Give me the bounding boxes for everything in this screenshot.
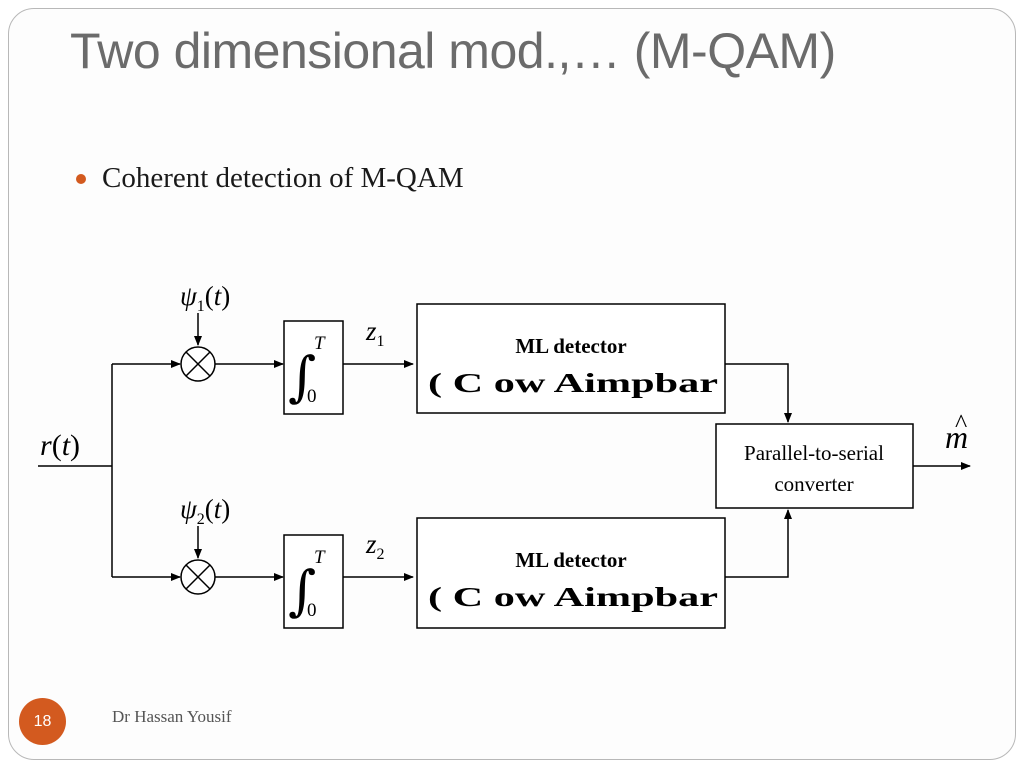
ml-detector-bottom-label: ML detector (515, 548, 626, 572)
svg-text:T: T (314, 547, 326, 568)
page-number-badge: 18 (19, 698, 66, 745)
p2s-label-line2: converter (774, 472, 853, 496)
output-estimate-label: m ^ (945, 409, 968, 455)
integrator-bottom: ∫ T 0 (283, 534, 344, 629)
multiplier-bottom-icon (180, 559, 216, 595)
integrator-top: ∫ T 0 (283, 320, 344, 415)
ml-detector-top-garbled: ( C ow Aimpbar (428, 368, 718, 398)
ml-detector-top: ML detector ( C ow Aimpbar (416, 303, 726, 414)
bullet-item: Coherent detection of M-QAM (76, 162, 464, 195)
ml-detector-bottom-garbled: ( C ow Aimpbar (428, 582, 718, 612)
ml-top-to-p2s (725, 363, 792, 423)
p2s-label-line1: Parallel-to-serial (744, 441, 884, 465)
ml-detector-bottom: ML detector ( C ow Aimpbar (416, 517, 726, 629)
integral-top-icon: ∫ (288, 345, 316, 408)
svg-text:0: 0 (307, 386, 317, 407)
bullet-dot-icon (76, 173, 86, 184)
multiplier-top-icon (180, 346, 216, 382)
z2-label: z2 (365, 529, 385, 563)
ml-detector-top-label: ML detector (515, 334, 626, 358)
svg-text:T: T (314, 333, 326, 354)
integral-bottom-icon: ∫ (288, 559, 316, 622)
svg-text:0: 0 (307, 600, 317, 621)
ml-bottom-to-p2s (725, 509, 792, 578)
footer-author: Dr Hassan Yousif (112, 707, 232, 726)
slide-title: Two dimensional mod.,… (M-QAM) (70, 23, 836, 79)
input-signal-label: r(t) (40, 429, 80, 462)
hat-icon: ^ (955, 409, 967, 438)
parallel-to-serial-converter: Parallel-to-serial converter (715, 423, 914, 509)
basis-psi1-label: ψ1(t) (180, 281, 230, 315)
z1-label: z1 (365, 316, 385, 350)
svg-text:m: m (945, 419, 968, 455)
bullet-text: Coherent detection of M-QAM (102, 162, 464, 194)
basis-psi2-label: ψ2(t) (180, 494, 230, 528)
